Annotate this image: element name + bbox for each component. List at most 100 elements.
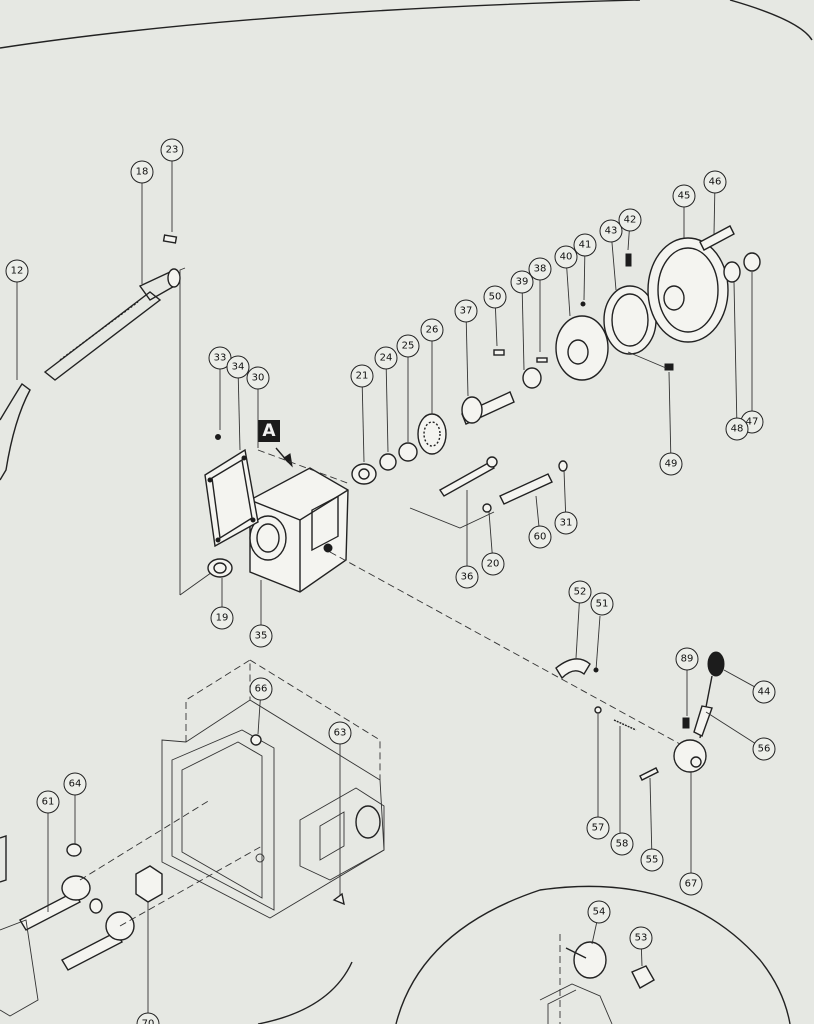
callout-circle — [679, 872, 703, 896]
callout-circle — [554, 245, 578, 269]
callout-leader — [723, 669, 755, 688]
callout-number: 57 — [592, 823, 605, 834]
pin-51 — [593, 667, 599, 673]
callout-number: 30 — [252, 373, 265, 384]
callout-21: 21 — [350, 364, 374, 463]
callout-circle — [587, 900, 611, 924]
callout-circle — [573, 233, 597, 257]
guide-51 — [595, 615, 601, 671]
shaft-lower — [61, 898, 135, 971]
callout-circle — [618, 208, 642, 232]
callout-circle — [586, 816, 610, 840]
handle-46 — [699, 225, 735, 251]
callout-circle — [672, 184, 696, 208]
seal-ring-19 — [207, 558, 233, 578]
rod-56 — [693, 705, 713, 737]
callout-number: 43 — [605, 226, 618, 237]
callout-leader — [705, 711, 755, 744]
lever-hub-67 — [673, 739, 707, 773]
collar-64 — [66, 843, 82, 857]
callout-circle — [374, 346, 398, 370]
callout-circle — [528, 257, 552, 281]
key-63 — [332, 892, 345, 906]
detail-parts — [539, 934, 655, 1024]
callout-56: 56 — [705, 711, 776, 761]
callout-leader — [668, 371, 672, 454]
callout-leader — [563, 469, 567, 513]
callout-19: 19 — [210, 578, 234, 630]
callout-number: 19 — [216, 613, 229, 624]
callout-number: 46 — [709, 177, 722, 188]
callout-36: 36 — [455, 490, 479, 589]
callout-circle — [659, 452, 683, 476]
bolt-36 — [438, 456, 498, 497]
callout-leader — [385, 368, 389, 453]
callout-number: 25 — [402, 341, 415, 352]
callout-37: 37 — [454, 299, 478, 397]
guide-lower-line — [119, 845, 263, 927]
callout-number: 47 — [746, 417, 759, 428]
callout-circle — [226, 355, 250, 379]
callout-circle — [160, 138, 184, 162]
callout-43: 43 — [599, 219, 623, 291]
section-marker-a: A — [258, 420, 280, 442]
callout-53: 53 — [629, 926, 653, 967]
callout-number: 67 — [685, 879, 698, 890]
apron-casting-part — [161, 659, 385, 919]
callout-number: 52 — [574, 587, 587, 598]
callout-26: 26 — [420, 318, 444, 414]
callout-54: 54 — [587, 900, 611, 945]
callout-number: 56 — [758, 744, 771, 755]
callout-leader — [627, 230, 630, 251]
callout-leader — [465, 321, 469, 397]
callout-number: 63 — [334, 728, 347, 739]
callout-number: 41 — [579, 240, 592, 251]
callout-leader — [535, 495, 540, 527]
callout-number: 34 — [232, 362, 245, 373]
callout-number: 48 — [731, 424, 744, 435]
callout-number: 51 — [596, 599, 609, 610]
callout-57: 57 — [586, 816, 610, 840]
callout-number: 89 — [681, 654, 694, 665]
callout-circle — [396, 334, 420, 358]
callout-67: 67 — [679, 772, 703, 896]
callout-leader — [583, 255, 586, 301]
callout-38: 38 — [528, 257, 552, 352]
callout-number: 42 — [624, 215, 637, 226]
callout-circle — [350, 364, 374, 388]
callout-58: 58 — [610, 831, 634, 856]
nut-47 — [743, 252, 761, 272]
lever-arm-part — [0, 382, 31, 481]
callout-circle — [454, 299, 478, 323]
set-screw-89 — [682, 717, 690, 729]
callout-number: 61 — [42, 797, 55, 808]
callout-leader — [566, 267, 571, 317]
pin-55 — [639, 767, 659, 781]
page-top-edge — [0, 0, 641, 49]
callout-number: 60 — [534, 532, 547, 543]
callout-number: 66 — [255, 684, 268, 695]
handwheel-45 — [647, 237, 729, 343]
block-70 — [135, 865, 163, 903]
washer-39 — [522, 367, 542, 389]
callout-48: 48 — [725, 281, 749, 441]
assembly-axis-main — [257, 449, 351, 485]
callout-18: 18 — [130, 160, 154, 284]
washer-48 — [723, 261, 741, 283]
pin-38 — [536, 357, 548, 363]
screw-41 — [580, 301, 586, 307]
callout-circle — [210, 606, 234, 630]
callout-circle — [725, 417, 749, 441]
detail-view-circle — [395, 885, 791, 1024]
callout-circle — [249, 677, 273, 701]
callout-leader — [575, 602, 580, 659]
callout-45: 45 — [672, 184, 696, 238]
assembly-axis-lever — [329, 551, 681, 745]
callout-44: 44 — [723, 669, 776, 704]
cover-plate-part — [204, 448, 259, 548]
callout-circle — [554, 511, 578, 535]
callout-33: 33 — [208, 346, 232, 430]
callout-number: 36 — [461, 572, 474, 583]
callout-number: 31 — [560, 518, 573, 529]
